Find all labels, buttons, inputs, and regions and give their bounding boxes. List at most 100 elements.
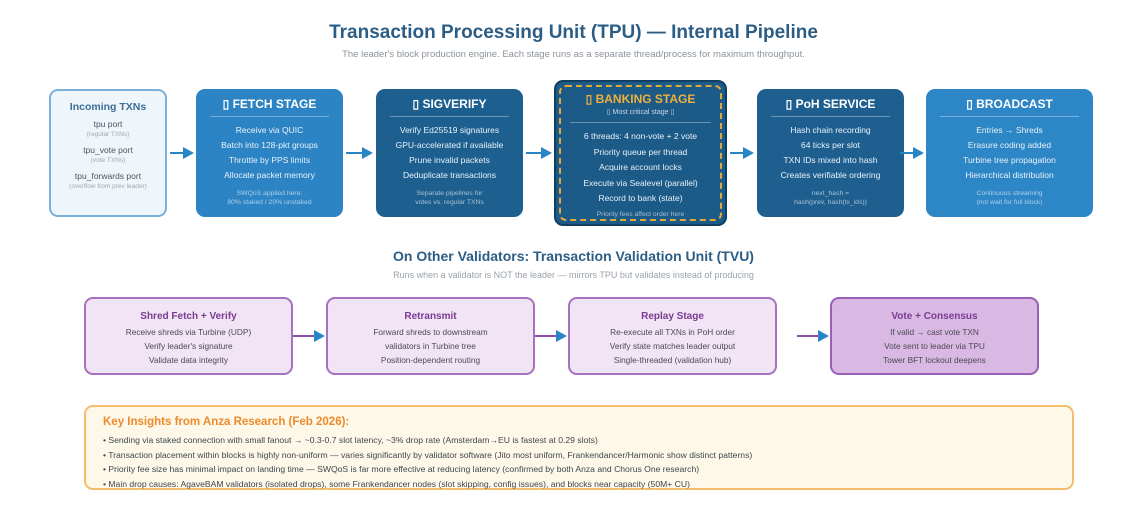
stage-line: Vote sent to leader via TPU: [884, 341, 985, 351]
footnote-line: votes vs. regular TXNs: [415, 199, 484, 206]
poh-service-heading: ▯ PoH SERVICE: [771, 97, 890, 117]
stage-line: Prune invalid packets: [409, 155, 490, 165]
footnote-line: Separate pipelines for: [416, 190, 483, 197]
footnote-line: hash(prev, hash(tx_ids)): [794, 199, 867, 206]
broadcast-stage-box: ▯ BROADCAST Entries → Shreds Erasure cod…: [926, 89, 1093, 217]
sigverify-stage-title: SIGVERIFY: [422, 97, 487, 111]
flow-arrow: [526, 147, 553, 159]
stage-line: Batch into 128-pkt groups: [221, 140, 318, 150]
port-note: (vote TXNs): [90, 157, 126, 164]
broadcast-stage-title: BROADCAST: [976, 97, 1053, 111]
port-name: tpu_forwards port: [74, 171, 142, 181]
flow-arrow: [346, 147, 374, 159]
banking-stage-box: ▯ BANKING STAGE ▯ Most critical stage ▯ …: [554, 80, 727, 226]
incoming-txns-box: Incoming TXNs tpu port (regular TXNs) tp…: [49, 89, 167, 217]
tvu-stage-box: Shred Fetch + Verify Receive shreds via …: [84, 297, 293, 375]
stage-line: Forward shreds to downstream: [373, 327, 488, 337]
banking-stage-title: BANKING STAGE: [595, 92, 696, 106]
stage-line: Receive via QUIC: [235, 125, 304, 135]
stage-footnote: SWQoS applied here: 80% staked / 20% uns…: [196, 189, 343, 207]
stage-line: 64 ticks per slot: [800, 140, 861, 150]
bank-icon: ▯: [585, 92, 593, 106]
stage-line: Tower BFT lockout deepens: [883, 355, 986, 365]
stage-line: Allocate packet memory: [224, 170, 315, 180]
flow-arrow: [730, 147, 755, 159]
stage-line: Single-threaded (validation hub): [613, 355, 732, 365]
stage-footnote: Continuous streaming (not wait for full …: [926, 189, 1093, 207]
stage-line: Throttle by PPS limits: [228, 155, 311, 165]
insights-heading: Key Insights from Anza Research (Feb 202…: [103, 416, 350, 428]
tvu-stage-title: Retransmit: [404, 311, 457, 322]
insight-item: • Priority fee size has minimal impact o…: [103, 464, 700, 474]
tvu-stage-box: Replay Stage Re-execute all TXNs in PoH …: [568, 297, 777, 375]
incoming-heading: Incoming TXNs: [69, 101, 147, 113]
stage-line: 6 threads: 4 non-vote + 2 vote: [583, 131, 698, 141]
poh-service-title: PoH SERVICE: [795, 97, 876, 111]
port-name: tpu port: [93, 119, 123, 129]
stage-line: Verify state matches leader output: [609, 341, 736, 351]
tvu-stage-title: Vote + Consensus: [891, 311, 978, 322]
insight-item: • Sending via staked connection with sma…: [103, 435, 598, 445]
stage-footnote: Separate pipelines for votes vs. regular…: [376, 189, 523, 207]
stage-line: Hierarchical distribution: [965, 170, 1054, 180]
page-title: Transaction Processing Unit (TPU) — Inte…: [329, 22, 818, 43]
stage-line: Verify Ed25519 signatures: [399, 125, 500, 135]
broadcast-icon: ▯: [966, 97, 973, 111]
stage-line: Acquire account locks: [599, 162, 682, 172]
port-name: tpu_vote port: [83, 145, 133, 155]
stage-line: TXN IDs mixed into hash: [783, 155, 878, 165]
insight-item: • Main drop causes: AgaveBAM validators …: [103, 478, 690, 489]
stage-line: Deduplicate transactions: [402, 170, 497, 180]
flow-arrow: [535, 330, 568, 342]
key-insights-box: Key Insights from Anza Research (Feb 202…: [84, 405, 1074, 490]
flow-arrow: [900, 147, 925, 159]
stage-line: Record to bank (state): [598, 193, 683, 203]
port-note: (regular TXNs): [86, 131, 130, 138]
tvu-stage-box: Retransmit Forward shreds to downstream …: [326, 297, 535, 375]
fetch-stage-heading: ▯ FETCH STAGE: [210, 97, 329, 117]
critical-stage-badge: ▯ Most critical stage ▯: [570, 108, 711, 123]
stage-line: Validate data integrity: [148, 355, 229, 365]
footnote-line: next_hash =: [811, 190, 850, 197]
stage-line: Entries → Shreds: [976, 125, 1043, 135]
stage-line: Hash chain recording: [790, 125, 871, 135]
stage-line: Turbine tree propagation: [963, 155, 1056, 165]
tvu-stage-title: Replay Stage: [641, 311, 704, 322]
footnote-line: Continuous streaming: [976, 190, 1043, 197]
stage-line: GPU-accelerated if available: [395, 140, 504, 150]
stage-line: Execute via Sealevel (parallel): [583, 177, 698, 188]
tvu-stage-box: Vote + Consensus If valid → cast vote TX…: [830, 297, 1039, 375]
tvu-stage-title: Shred Fetch + Verify: [140, 311, 237, 322]
stage-line: Verify leader's signature: [144, 341, 233, 351]
stage-line: Position-dependent routing: [380, 355, 481, 365]
port-note: (overflow from prev leader): [69, 183, 147, 190]
sigverify-stage-box: ▯ SIGVERIFY Verify Ed25519 signatures GP…: [376, 89, 523, 217]
footnote-line: 80% staked / 20% unstaked: [227, 199, 312, 206]
fetch-stage-box: ▯ FETCH STAGE Receive via QUIC Batch int…: [196, 89, 343, 217]
sigverify-stage-heading: ▯ SIGVERIFY: [390, 97, 509, 117]
broadcast-stage-heading: ▯ BROADCAST: [940, 97, 1079, 117]
banking-stage-heading: ▯ BANKING STAGE: [570, 92, 711, 108]
footnote-line: (not wait for full block): [976, 199, 1043, 206]
insight-item: • Transaction placement within blocks is…: [103, 449, 753, 460]
footnote-line: SWQoS applied here:: [236, 190, 303, 197]
stage-line: validators in Turbine tree: [385, 341, 476, 351]
flow-arrow: [797, 330, 830, 342]
stage-line: Creates verifiable ordering: [780, 170, 881, 180]
tvu-heading: On Other Validators: Transaction Validat…: [393, 248, 754, 264]
footnote-line: Priority fees affect order here: [596, 210, 685, 218]
fetch-stage-title: FETCH STAGE: [232, 97, 317, 111]
stage-line: Re-execute all TXNs in PoH order: [610, 327, 735, 337]
package-icon: ▯: [222, 97, 230, 111]
stage-footnote: next_hash = hash(prev, hash(tx_ids)): [757, 189, 904, 207]
flow-arrow: [170, 147, 194, 159]
page-subtitle: The leader's block production engine. Ea…: [342, 49, 805, 60]
flow-arrow: [293, 330, 326, 342]
poh-service-box: ▯ PoH SERVICE Hash chain recording 64 ti…: [757, 89, 904, 217]
stage-line: Priority queue per thread: [593, 146, 688, 157]
tvu-subheading: Runs when a validator is NOT the leader …: [393, 270, 754, 280]
clock-icon: ▯: [785, 97, 793, 111]
stage-line: If valid → cast vote TXN: [890, 327, 979, 337]
stage-line: Erasure coding added: [967, 140, 1052, 150]
stage-footnote: Priority fees affect order here: [556, 210, 725, 219]
